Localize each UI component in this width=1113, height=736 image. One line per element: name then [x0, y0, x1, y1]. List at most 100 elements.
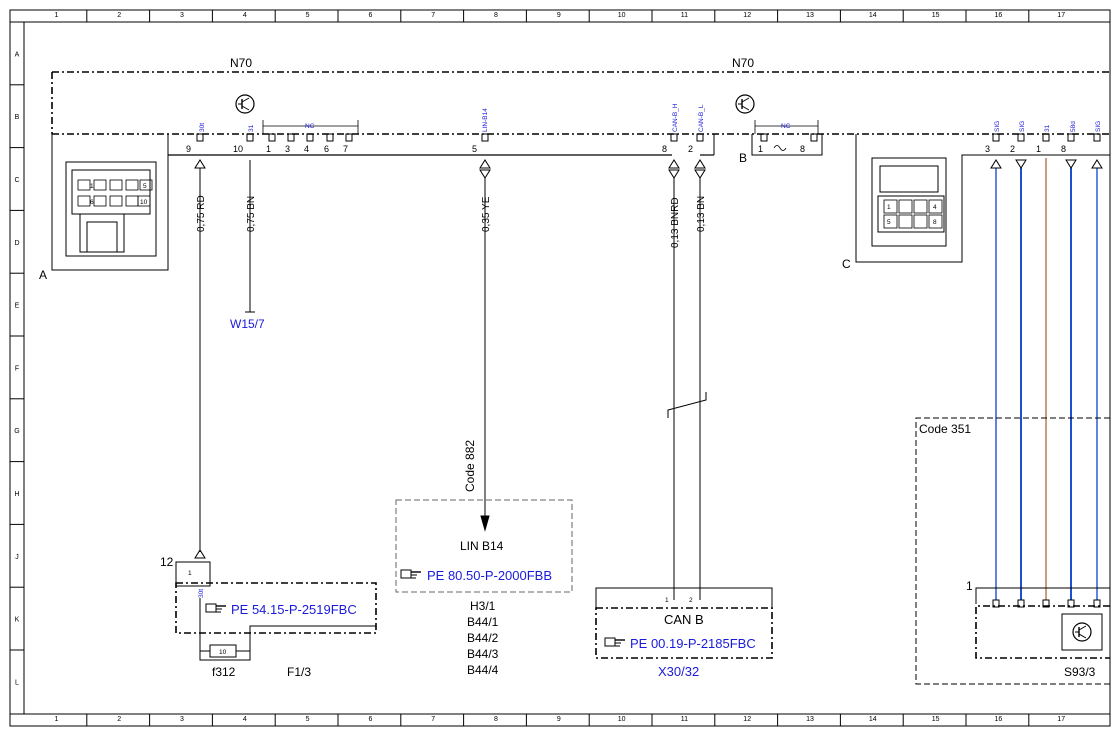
wire-label-2: 0,13 BN — [696, 196, 707, 232]
code351-pin-stub — [1093, 599, 1101, 608]
lin-ref-link[interactable]: PE 80.50-P-2000FBB — [427, 568, 552, 583]
grid-column-label: 9 — [557, 12, 561, 19]
pin-stub — [810, 133, 818, 142]
grid-row-label: F — [15, 365, 19, 372]
lin-box — [395, 499, 573, 593]
grid-column-label: 17 — [1057, 716, 1065, 723]
code351-label: Code 351 — [919, 422, 971, 436]
code351-pin-stub — [1042, 599, 1050, 608]
wire-c-sig3-arrow — [1091, 159, 1103, 169]
grid-row-label: E — [15, 303, 20, 310]
pin-label-c-sig1: SIG — [994, 121, 1001, 132]
nc-bracket-b — [754, 120, 819, 151]
pin-label-c-58d: 58d — [1070, 121, 1077, 132]
fuse-box — [175, 582, 377, 634]
can-ref-link[interactable]: PE 00.19-P-2185FBC — [630, 636, 756, 651]
pin-label-can-h: CAN-B_H — [672, 103, 679, 132]
can-box — [595, 607, 773, 659]
pin-stub — [1067, 133, 1075, 142]
wire-c-58d-arrow — [1065, 159, 1077, 169]
connector-a-cell — [137, 195, 151, 207]
grid-column-label: 2 — [117, 12, 121, 19]
pin-c-3: 3 — [985, 144, 990, 154]
connector-c-cell-8: 8 — [933, 219, 937, 226]
pin-stub — [1042, 133, 1050, 142]
grid-column-label: 16 — [995, 12, 1003, 19]
pin-stub — [992, 133, 1000, 142]
connector-c-cell — [883, 199, 898, 214]
grid-row-label: L — [15, 679, 19, 686]
wire-c-sig1-arrow — [990, 159, 1002, 169]
pin-9: 9 — [186, 144, 191, 154]
grid-column-label: 17 — [1057, 12, 1065, 19]
pin-stub — [670, 133, 678, 142]
twisted-pair-mark — [667, 392, 707, 418]
lin-component-2: B44/1 — [467, 615, 499, 629]
code351-pin-stub — [1067, 599, 1075, 608]
wire-can-l-arrow-down — [694, 169, 706, 179]
connector-a-cell — [125, 195, 139, 207]
pin-stub — [326, 133, 334, 142]
can-component-name[interactable]: X30/32 — [658, 664, 699, 679]
nc-label-b: NC — [781, 123, 791, 130]
pin-stub — [1093, 133, 1101, 142]
grid-column-label: 8 — [494, 716, 498, 723]
grid-column-label: 5 — [306, 716, 310, 723]
transistor-icon — [735, 94, 755, 114]
pin-label-c-sig2: SIG — [1019, 121, 1026, 132]
grid-column-label: 1 — [54, 716, 58, 723]
hand-pointer-icon — [400, 569, 421, 579]
connector-a-face — [65, 161, 157, 257]
pin-1: 1 — [266, 144, 271, 154]
lin-component-1: H3/1 — [470, 599, 496, 613]
grid-column-label: 3 — [180, 12, 184, 19]
code351-switch-housing — [1061, 613, 1103, 651]
lin-title: LIN B14 — [460, 539, 504, 553]
wire-can-l-arrow-up — [694, 159, 706, 169]
pin-b-1: 1 — [758, 144, 763, 154]
wire-label-5: 0,35 YE — [481, 196, 492, 232]
grid-column-label: 3 — [180, 716, 184, 723]
lin-arrowhead — [480, 515, 490, 532]
pin-b-8: 8 — [800, 144, 805, 154]
can-pin-1: 1 — [665, 597, 669, 604]
grid-column-label: 14 — [869, 716, 877, 723]
ground-link[interactable]: W15/7 — [230, 317, 265, 331]
lin-component-5: B44/4 — [467, 663, 499, 677]
connector-c-outline — [855, 134, 1110, 263]
grid-column-label: 4 — [243, 716, 247, 723]
transistor-icon — [1072, 622, 1092, 642]
grid-markers: 1122334455667788991010111112121313141415… — [10, 10, 1065, 726]
module-name-right: N70 — [732, 56, 754, 70]
connector-c-cell — [913, 214, 928, 229]
connector-c-label: C — [842, 257, 851, 271]
connector-c-cell — [898, 214, 913, 229]
connector-a-cell-6: 6 — [90, 199, 94, 206]
code351-component-name: S93/3 — [1064, 665, 1096, 679]
wire-lin-arrow-up — [479, 159, 491, 169]
hand-pointer-icon — [604, 637, 625, 647]
connector-a-cell-1: 1 — [90, 183, 94, 190]
fuse-ref-link[interactable]: PE 54.15-P-2519FBC — [231, 602, 357, 617]
connector-a-cell — [109, 195, 123, 207]
connector-a-cell — [93, 195, 107, 207]
fuse-pin-arrow — [194, 549, 206, 559]
grid-row-label: B — [15, 114, 20, 121]
grid-row-label: A — [15, 51, 20, 58]
grid-column-label: 7 — [431, 12, 435, 19]
can-connector-outline — [595, 587, 773, 608]
code351-pin: 1 — [966, 579, 973, 593]
grid-column-label: 7 — [431, 716, 435, 723]
grid-column-label: 5 — [306, 12, 310, 19]
pin-stub — [268, 133, 276, 142]
grid-column-label: 6 — [368, 716, 372, 723]
code351-pin-stub — [1017, 599, 1025, 608]
connector-b-outline — [751, 134, 823, 156]
connector-a-outline — [51, 134, 169, 271]
pin-label-30t: 30t — [199, 123, 206, 132]
grid-column-label: 12 — [743, 716, 751, 723]
pin-label-can-l: CAN-B_L — [698, 104, 705, 132]
lin-component-4: B44/3 — [467, 647, 499, 661]
grid-column-label: 2 — [117, 716, 121, 723]
